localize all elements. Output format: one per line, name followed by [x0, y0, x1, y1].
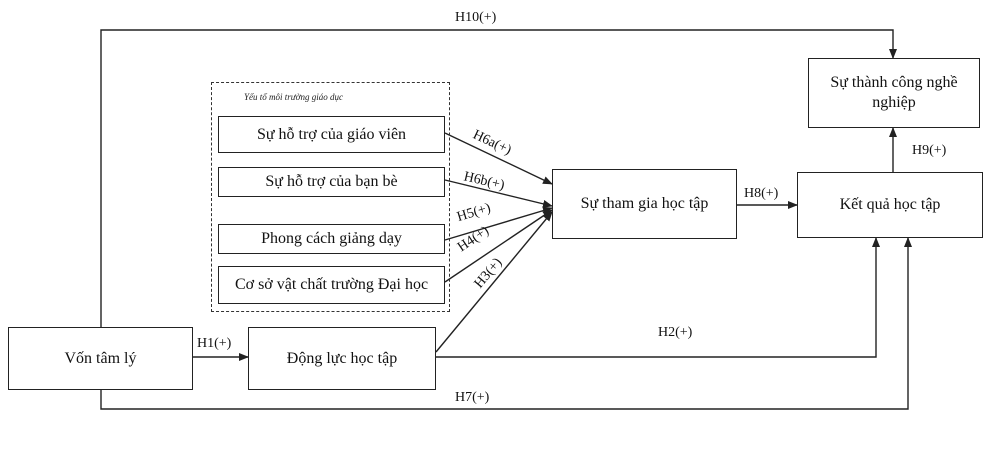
arrow-h2 — [436, 237, 880, 358]
arrow-h6b — [444, 179, 553, 208]
node-ho-tro-ban-be: Sự hỗ trợ của bạn bè — [218, 167, 445, 197]
arrow-h7 — [100, 237, 912, 410]
arrow-h4 — [444, 209, 553, 283]
label-h8: H8(+) — [744, 186, 779, 201]
node-dong-luc-hoc-tap: Động lực học tập — [248, 327, 436, 390]
node-ho-tro-giao-vien: Sự hỗ trợ của giáo viên — [218, 116, 445, 153]
label-h2: H2(+) — [658, 325, 693, 340]
arrow-h6a — [444, 132, 553, 185]
label-h9: H9(+) — [912, 143, 947, 158]
node-von-tam-ly: Vốn tâm lý — [8, 327, 193, 390]
node-co-so-vat-chat: Cơ sở vật chất trường Đại học — [218, 266, 445, 304]
education-environment-group — [211, 82, 450, 312]
arrow-h10 — [100, 29, 897, 327]
label-h7: H7(+) — [455, 390, 490, 405]
node-su-thanh-cong-nghe-nghiep: Sự thành công nghề nghiệp — [808, 58, 980, 128]
node-ket-qua-hoc-tap: Kết quả học tập — [797, 172, 983, 238]
node-phong-cach-giang-day: Phong cách giảng dạy — [218, 224, 445, 254]
label-h10: H10(+) — [455, 10, 497, 25]
label-h1: H1(+) — [197, 336, 232, 351]
arrow-h3 — [435, 211, 553, 353]
arrow-h5 — [444, 206, 553, 241]
education-environment-title: Yếu tố môi trường giáo dục — [244, 92, 343, 102]
node-su-tham-gia-hoc-tap: Sự tham gia học tập — [552, 169, 737, 239]
